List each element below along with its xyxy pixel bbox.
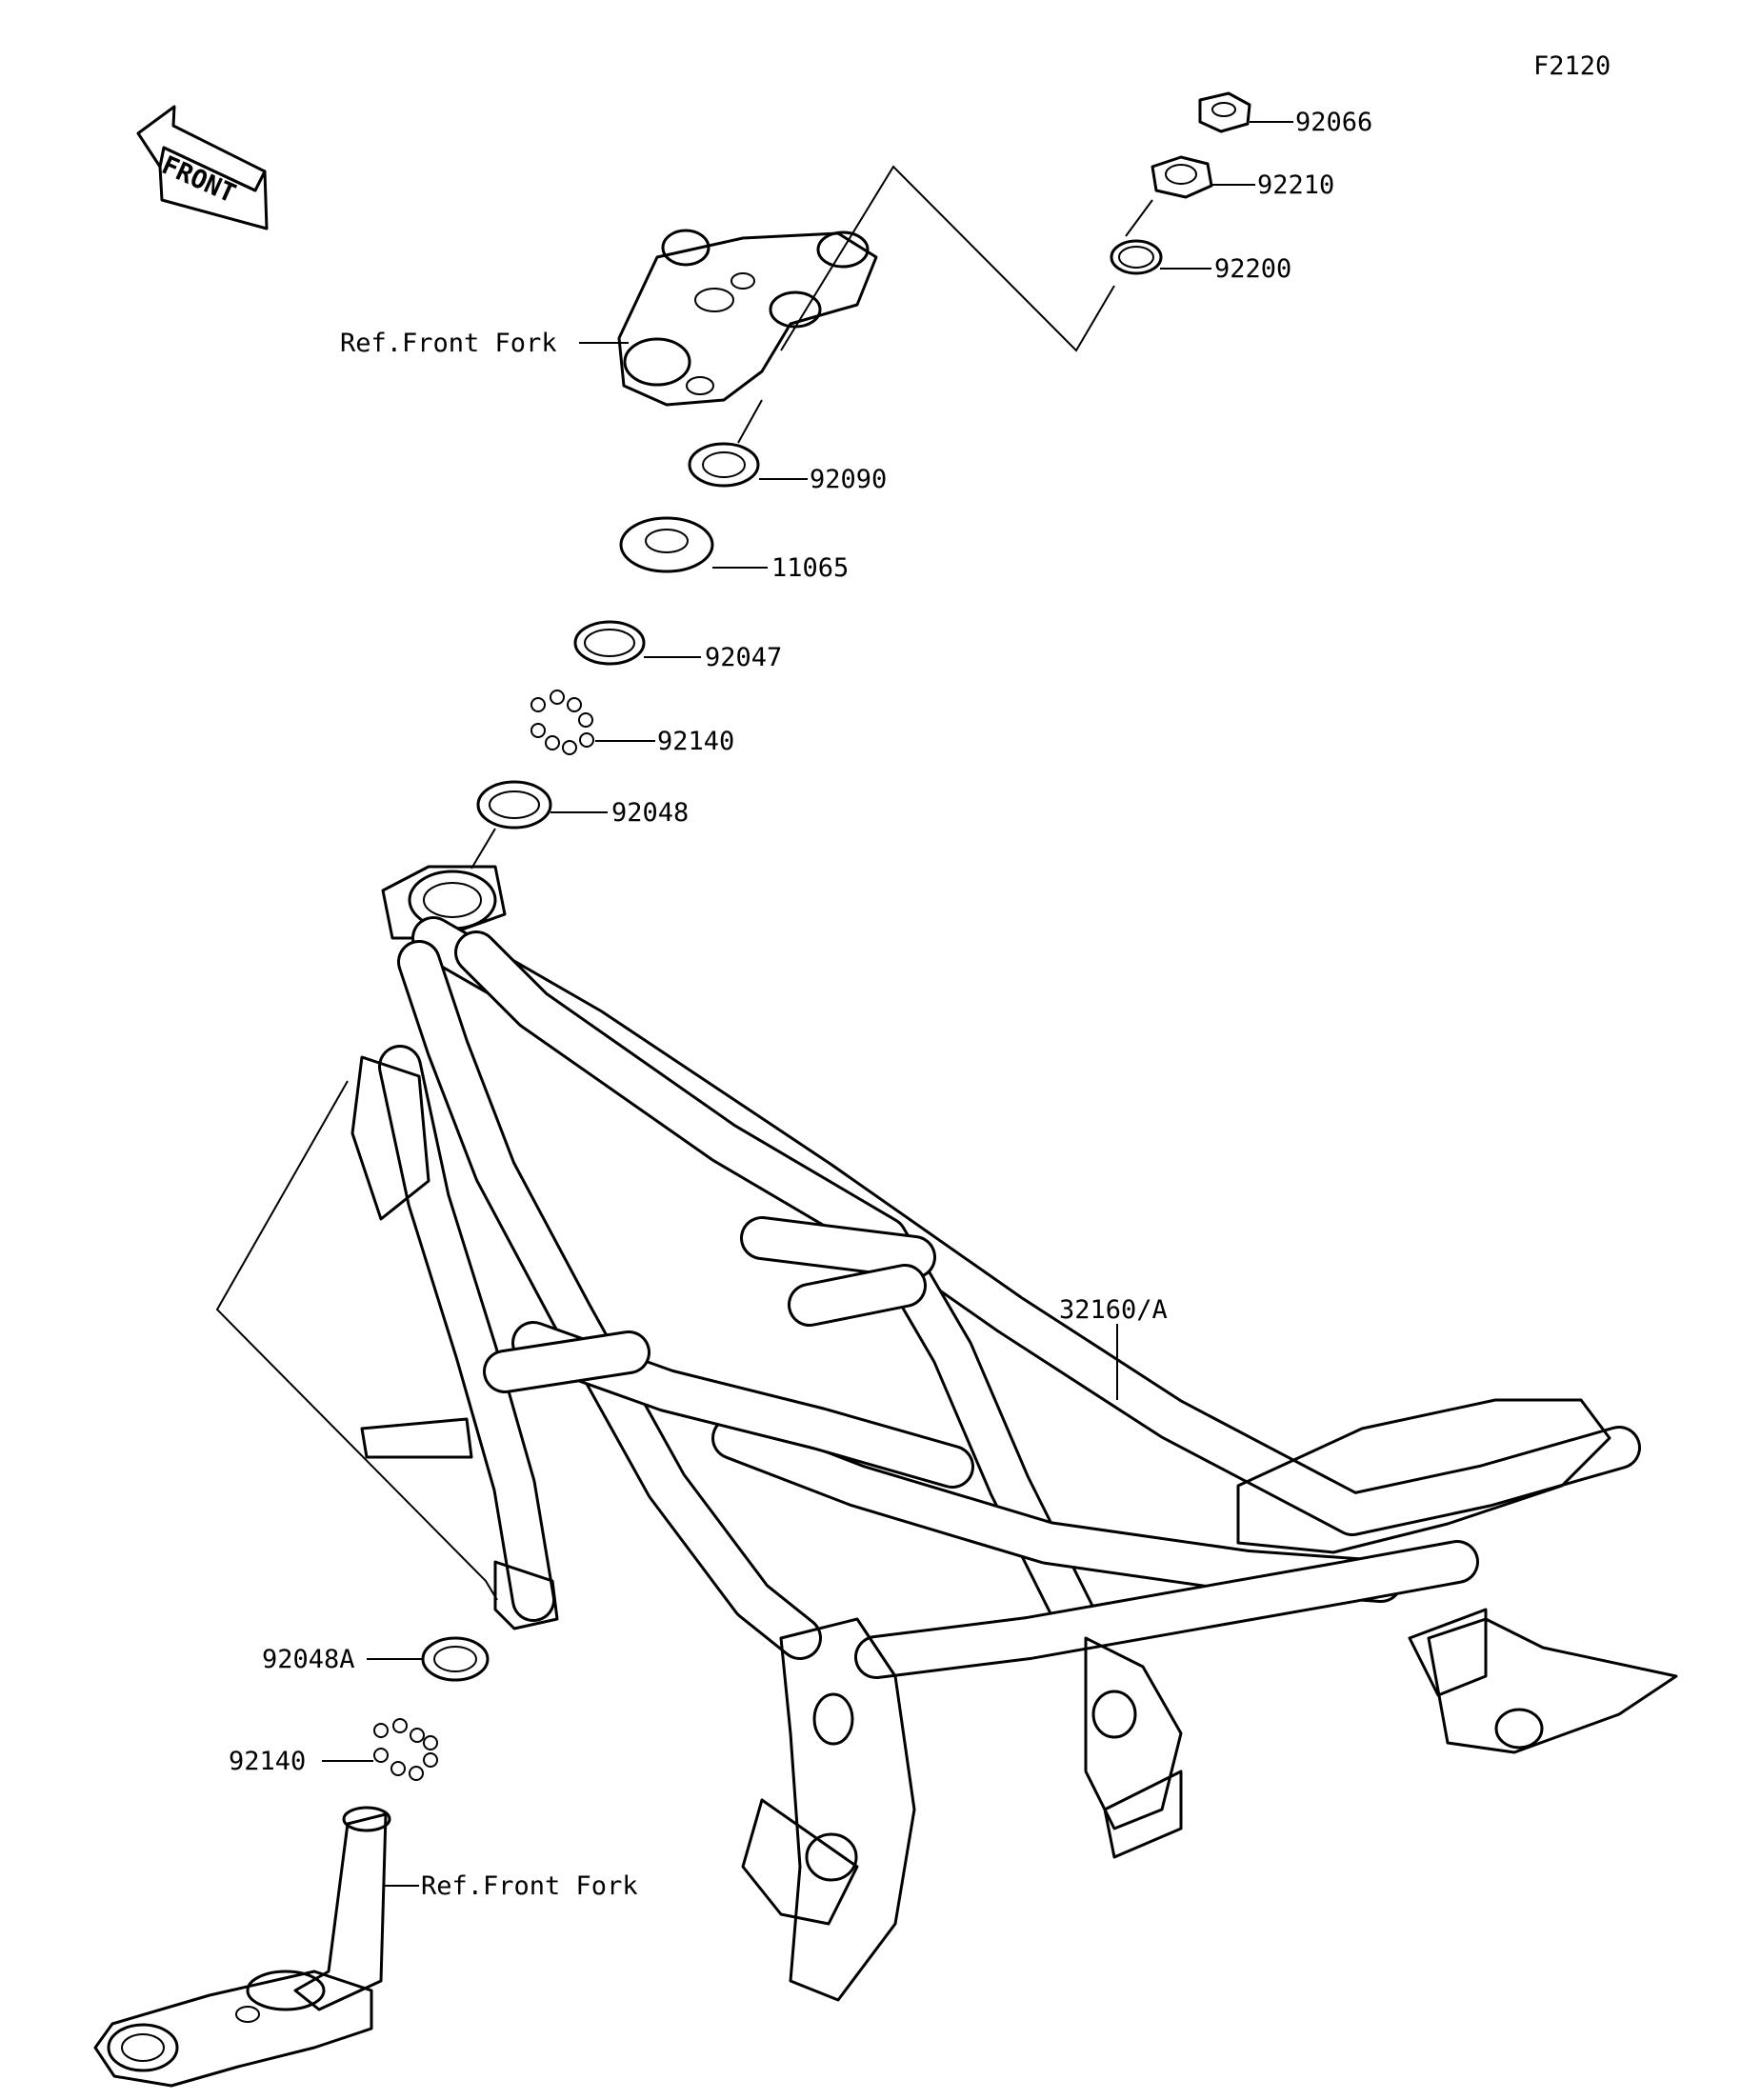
cap-11065: [619, 516, 714, 573]
front-arrow-label: FRONT: [157, 150, 240, 209]
lower-axis-line: [215, 1080, 498, 1601]
nut-92066: [1198, 91, 1251, 133]
part-label-92090: 92090: [810, 465, 887, 494]
part-label-92048A: 92048A: [262, 1645, 355, 1674]
steel-balls-upper: [530, 690, 594, 755]
frame-32160: [350, 865, 1678, 2002]
part-label-92047: 92047: [705, 643, 782, 672]
ref-front-fork-lower: Ref.Front Fork: [421, 1871, 638, 1901]
part-label-92066: 92066: [1295, 108, 1372, 137]
part-label-92140-lower: 92140: [229, 1747, 306, 1776]
part-label-32160: 32160/A: [1059, 1295, 1168, 1325]
part-label-92140-upper: 92140: [657, 727, 734, 756]
lower-fork-bracket: [93, 1806, 391, 2088]
part-label-92048: 92048: [611, 798, 689, 828]
part-label-92210: 92210: [1257, 170, 1334, 200]
part-label-11065: 11065: [771, 553, 849, 583]
part-label-92200: 92200: [1214, 254, 1291, 284]
seal-92090: [688, 442, 760, 488]
nut-92210: [1151, 155, 1213, 199]
steel-balls-lower: [373, 1718, 438, 1781]
upper-fork-bracket: [617, 229, 878, 407]
race-92047: [573, 620, 646, 666]
washer-92200: [1110, 239, 1163, 275]
stem-axis-line: [780, 165, 1115, 352]
front-direction-arrow: FRONT: [136, 105, 269, 230]
race-92048A: [421, 1636, 490, 1682]
ref-front-fork-upper: Ref.Front Fork: [340, 329, 557, 358]
figure-code: F2120: [1533, 51, 1611, 81]
race-92048: [476, 780, 552, 830]
